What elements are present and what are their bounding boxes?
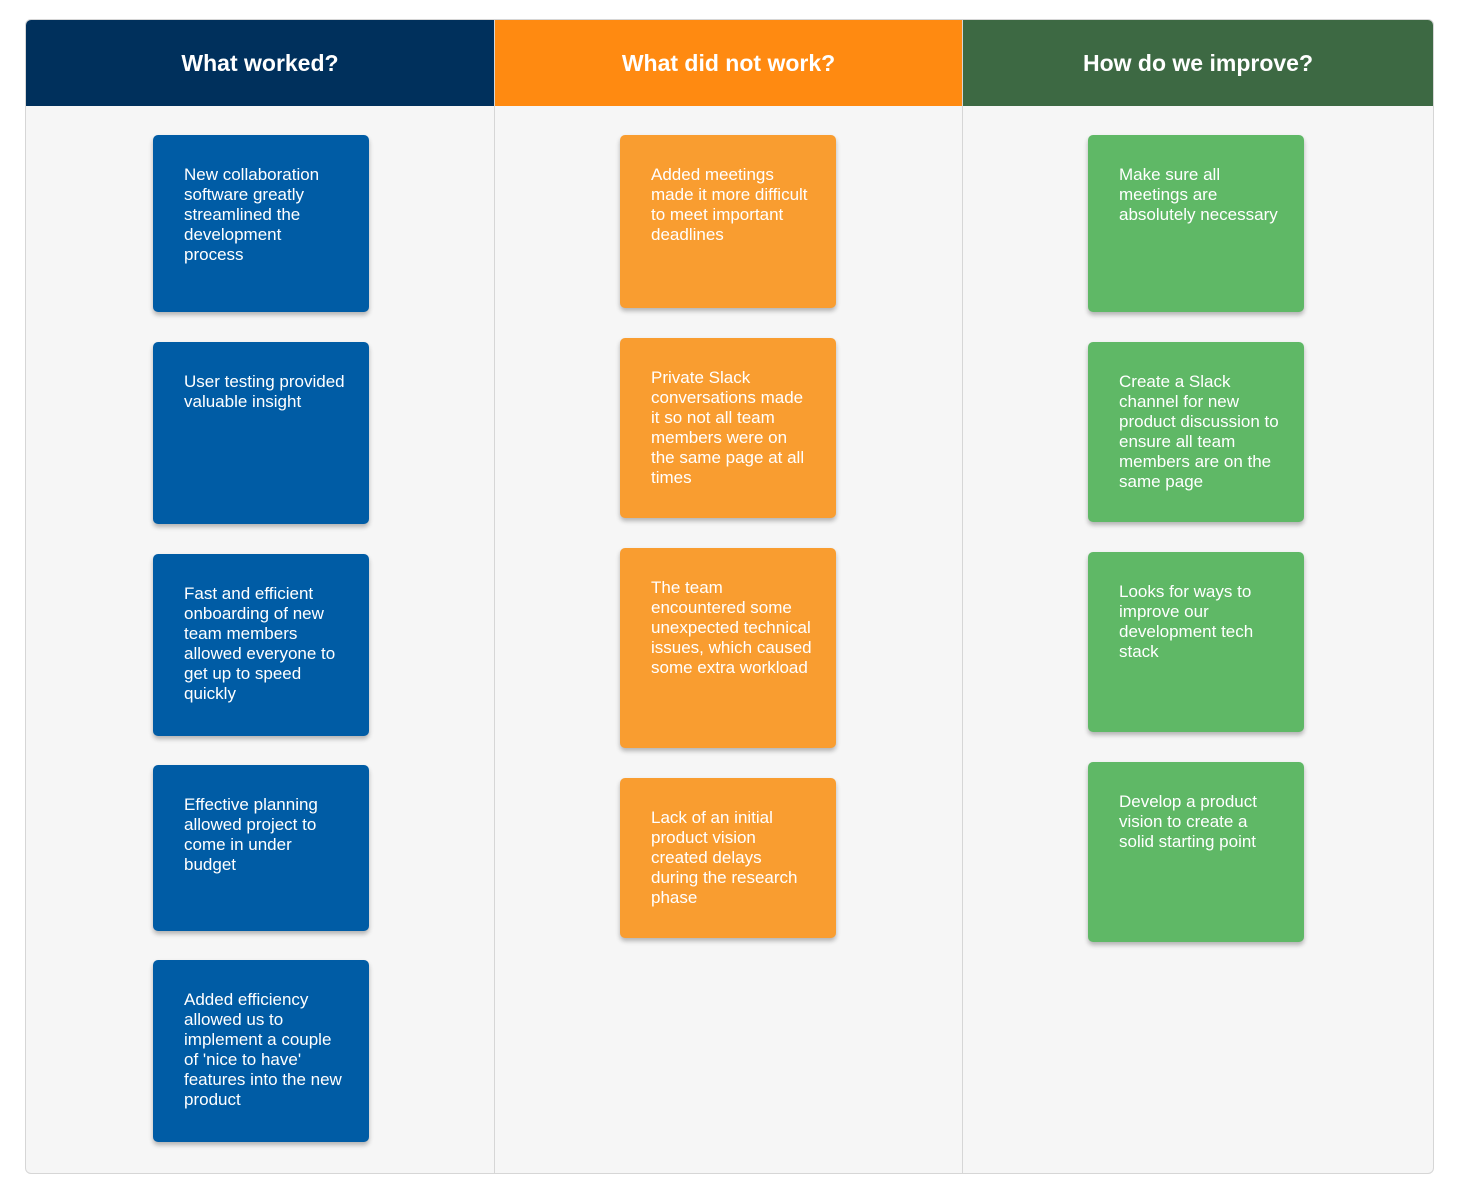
column-what-did-not-work: What did not work? Added meetings made i… (495, 20, 963, 1173)
card-what-did-not-work[interactable]: Lack of an initial product vision create… (620, 778, 836, 938)
card-how-do-we-improve[interactable]: Looks for ways to improve our developmen… (1088, 552, 1304, 732)
card-what-did-not-work[interactable]: The team encountered some unexpected tec… (620, 548, 836, 748)
column-what-worked: What worked? New collaboration software … (26, 20, 495, 1173)
column-title: What did not work? (621, 49, 836, 76)
card-what-worked[interactable]: Added efficiency allowed us to implement… (153, 960, 369, 1142)
card-how-do-we-improve[interactable]: Create a Slack channel for new product d… (1088, 342, 1304, 522)
column-header-how-do-we-improve: How do we improve? (963, 20, 1433, 106)
card-how-do-we-improve[interactable]: Develop a product vision to create a sol… (1088, 762, 1304, 942)
column-title: What worked? (181, 49, 339, 76)
card-what-worked[interactable]: Fast and efficient onboarding of new tea… (153, 554, 369, 736)
column-header-what-did-not-work: What did not work? (495, 20, 962, 106)
card-what-worked[interactable]: New collaboration software greatly strea… (153, 135, 369, 312)
card-what-did-not-work[interactable]: Private Slack conversations made it so n… (620, 338, 836, 518)
card-how-do-we-improve[interactable]: Make sure all meetings are absolutely ne… (1088, 135, 1304, 312)
column-title: How do we improve? (1082, 49, 1314, 76)
retrospective-board: What worked? New collaboration software … (25, 19, 1434, 1174)
column-how-do-we-improve: How do we improve? Make sure all meeting… (963, 20, 1433, 1173)
card-what-did-not-work[interactable]: Added meetings made it more difficult to… (620, 135, 836, 308)
column-header-what-worked: What worked? (26, 20, 494, 106)
card-what-worked[interactable]: Effective planning allowed project to co… (153, 765, 369, 931)
card-what-worked[interactable]: User testing provided valuable insight (153, 342, 369, 524)
